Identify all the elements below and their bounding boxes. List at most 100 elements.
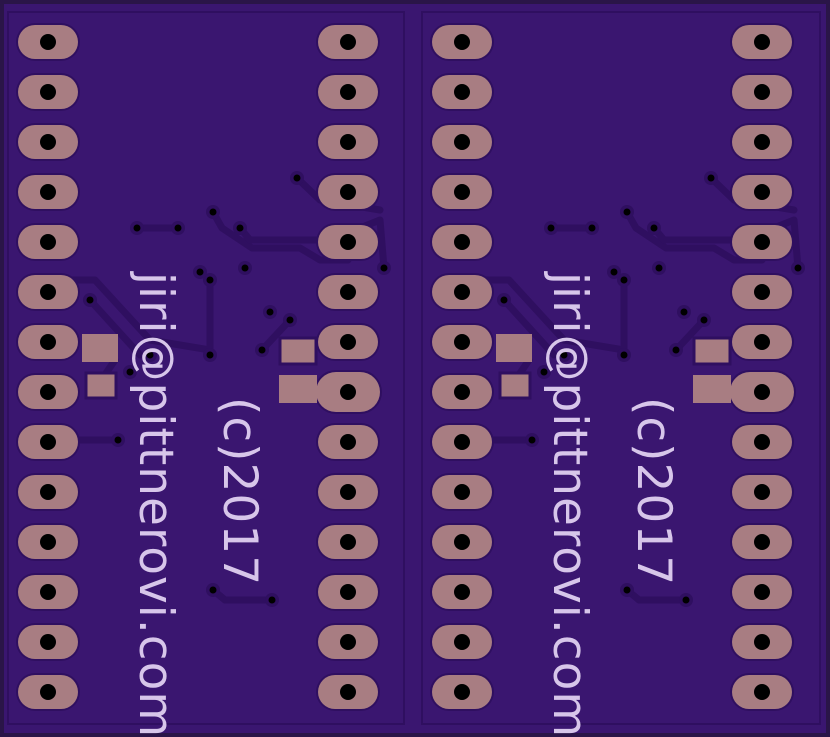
drill-hole: [454, 184, 470, 200]
drill-hole: [454, 334, 470, 350]
drill-hole: [40, 384, 56, 400]
drill-hole: [40, 434, 56, 450]
left-silk-email: jiri@pittnerovi.com: [128, 271, 183, 737]
drill-hole: [454, 284, 470, 300]
right-panel: [421, 11, 821, 725]
via-hole: [707, 174, 715, 182]
drill-hole: [754, 534, 770, 550]
via-hole: [196, 268, 204, 276]
via-hole: [682, 596, 690, 604]
smd-pad: [279, 375, 317, 403]
drill-hole: [454, 34, 470, 50]
via-hole: [206, 351, 214, 359]
via-hole: [620, 276, 628, 284]
via-hole: [293, 174, 301, 182]
smd-pad: [82, 334, 118, 362]
drill-hole: [454, 84, 470, 100]
right-panel-pour: [421, 11, 821, 725]
left-panel-pour: [7, 11, 405, 725]
left-silk-copyright: (c)2017: [212, 397, 267, 586]
smd-pad: [498, 371, 532, 400]
drill-hole: [754, 334, 770, 350]
left-panel: [7, 11, 405, 725]
drill-hole: [754, 484, 770, 500]
drill-hole: [454, 534, 470, 550]
drill-hole: [40, 334, 56, 350]
via-hole: [500, 296, 508, 304]
via-hole: [560, 351, 568, 359]
drill-hole: [340, 634, 356, 650]
drill-hole: [340, 434, 356, 450]
via-hole: [241, 264, 249, 272]
drill-hole: [40, 34, 56, 50]
via-hole: [655, 264, 663, 272]
via-hole: [610, 268, 618, 276]
right-silk-email: jiri@pittnerovi.com: [542, 271, 597, 737]
via-hole: [209, 586, 217, 594]
drill-hole: [754, 584, 770, 600]
right-silk-copyright: (c)2017: [626, 397, 681, 586]
via-hole: [286, 316, 294, 324]
drill-hole: [340, 384, 356, 400]
via-hole: [206, 276, 214, 284]
drill-hole: [340, 84, 356, 100]
via-hole: [266, 308, 274, 316]
pads-layer: [16, 23, 796, 711]
via-hole: [680, 308, 688, 316]
via-hole: [133, 224, 141, 232]
drill-hole: [454, 684, 470, 700]
smd-pad: [278, 336, 318, 366]
drill-hole: [40, 684, 56, 700]
drill-hole: [40, 634, 56, 650]
drill-hole: [754, 434, 770, 450]
drill-hole: [340, 234, 356, 250]
via-hole: [126, 368, 134, 376]
drill-hole: [454, 434, 470, 450]
drill-hole: [340, 34, 356, 50]
drill-hole: [40, 134, 56, 150]
drill-hole: [340, 484, 356, 500]
drill-hole: [40, 534, 56, 550]
via-hole: [650, 224, 658, 232]
drill-hole: [40, 184, 56, 200]
left-silkscreen: jiri@pittnerovi.com (c)2017: [128, 271, 267, 737]
via-hole: [672, 346, 680, 354]
drill-hole: [454, 584, 470, 600]
drill-hole: [754, 184, 770, 200]
drill-hole: [340, 284, 356, 300]
via-hole: [209, 208, 217, 216]
drill-hole: [454, 484, 470, 500]
drill-hole: [340, 184, 356, 200]
via-hole: [540, 368, 548, 376]
drill-hole: [754, 384, 770, 400]
via-hole: [794, 264, 802, 272]
drill-hole: [40, 484, 56, 500]
via-hole: [114, 436, 122, 444]
via-hole: [620, 351, 628, 359]
via-hole: [86, 296, 94, 304]
smd-pad: [496, 334, 532, 362]
smd-layer: [82, 334, 732, 403]
drill-hole: [754, 84, 770, 100]
drill-hole: [340, 534, 356, 550]
drill-hole: [454, 634, 470, 650]
smd-pad: [693, 375, 731, 403]
drill-hole: [40, 84, 56, 100]
drill-hole: [340, 334, 356, 350]
drill-hole: [340, 684, 356, 700]
via-hole: [547, 224, 555, 232]
via-hole: [528, 436, 536, 444]
smd-pad: [692, 336, 732, 366]
drill-hole: [40, 284, 56, 300]
drill-hole: [754, 34, 770, 50]
drill-hole: [340, 584, 356, 600]
drill-hole: [40, 584, 56, 600]
via-hole: [700, 316, 708, 324]
drill-hole: [454, 234, 470, 250]
drill-hole: [754, 634, 770, 650]
via-hole: [236, 224, 244, 232]
drill-hole: [454, 134, 470, 150]
drill-hole: [754, 234, 770, 250]
vias-layer: [83, 171, 805, 607]
via-hole: [588, 224, 596, 232]
